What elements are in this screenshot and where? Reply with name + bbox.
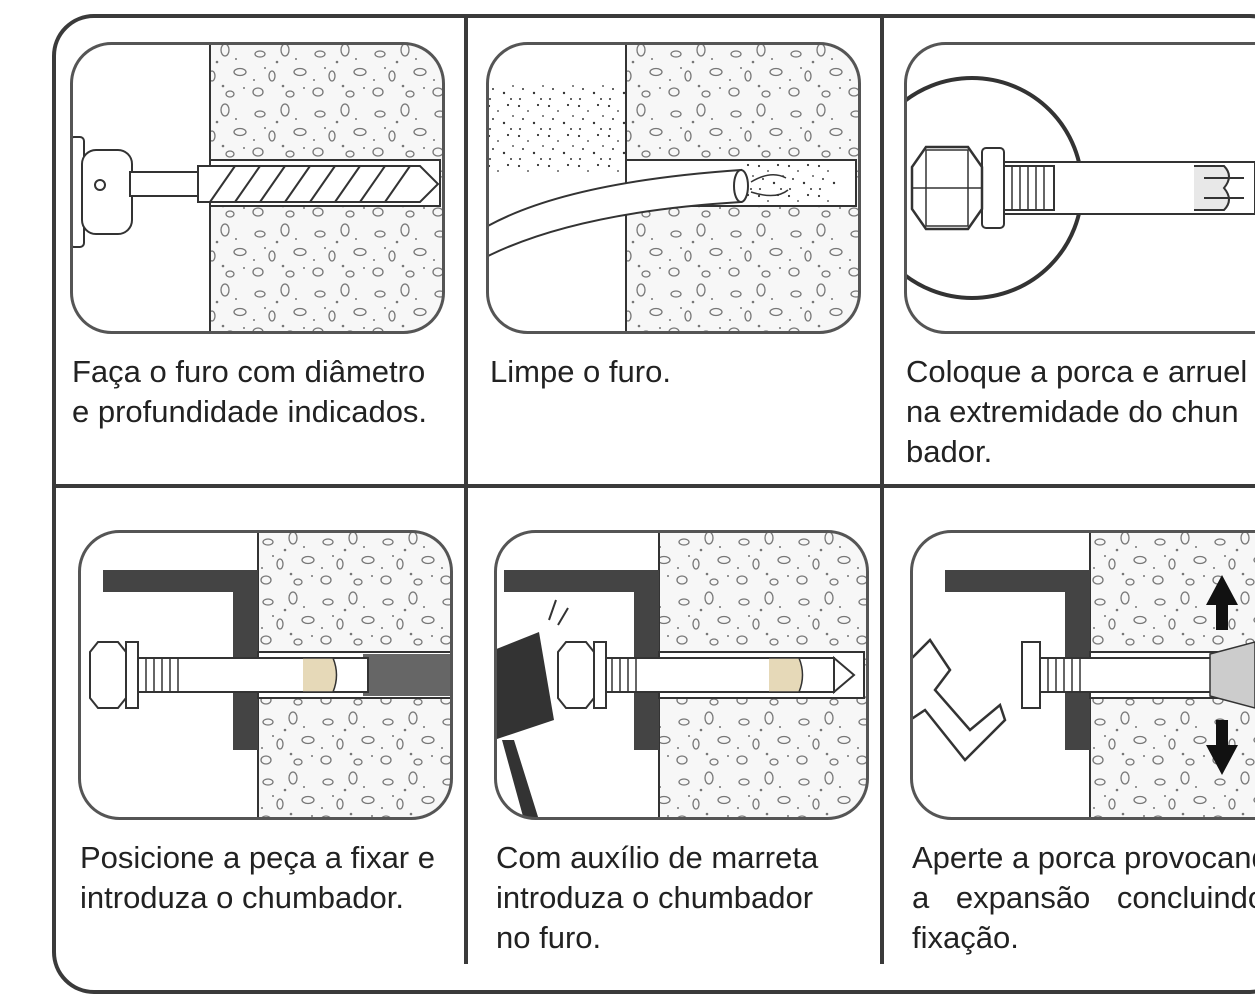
- step-6-illustration: [910, 530, 1255, 820]
- step-2-caption: Limpe o furo.: [490, 352, 671, 392]
- step-4-illustration: [78, 530, 453, 820]
- step-6-caption: Aperte a porca provocand a expansão conc…: [912, 838, 1255, 958]
- step-3-caption: Coloque a porca e arruel na extremidade …: [906, 352, 1247, 472]
- step-1-illustration: [70, 42, 445, 334]
- grid-divider-vertical: [880, 14, 884, 964]
- step-1-caption: Faça o furo com diâmetro e profundidade …: [72, 352, 427, 432]
- step-5-caption: Com auxílio de marreta introduza o chumb…: [496, 838, 864, 958]
- step-5-illustration: [494, 530, 869, 820]
- step-3-illustration: [904, 42, 1255, 334]
- grid-divider-horizontal: [52, 484, 1255, 488]
- step-4-caption: Posicione a peça a fixar e introduza o c…: [80, 838, 435, 918]
- step-2-illustration: [486, 42, 861, 334]
- grid-divider-vertical: [464, 14, 468, 964]
